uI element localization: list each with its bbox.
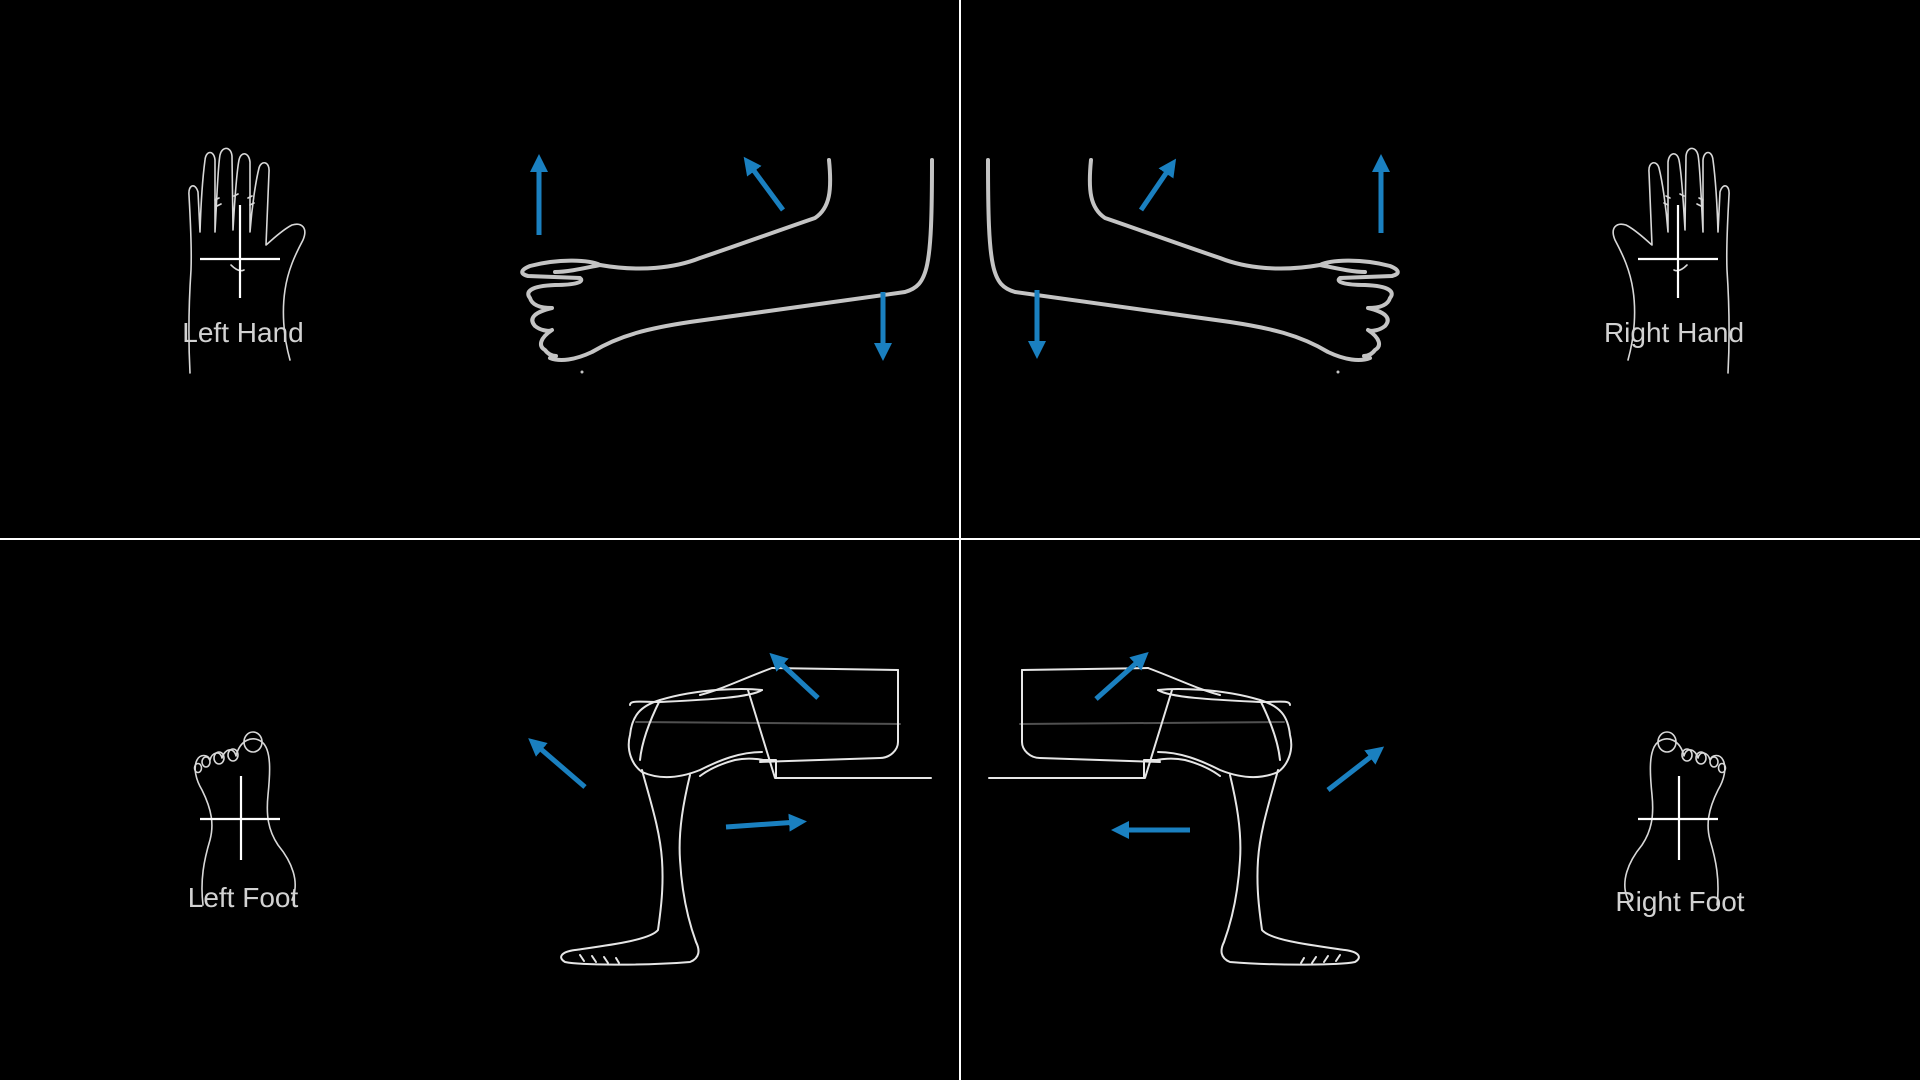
arrow-icon — [1094, 652, 1149, 701]
right-hand-label: Right Hand — [1603, 317, 1745, 348]
arrow-icon — [769, 652, 820, 700]
right-leg-arrows — [1094, 652, 1385, 839]
arrow-icon — [528, 738, 587, 789]
left-arm-arrows — [530, 154, 892, 361]
right-arm-arrows — [1028, 154, 1390, 359]
arrow-icon — [1326, 746, 1385, 792]
arrow-icon — [1138, 158, 1177, 212]
left-hand-icon — [188, 147, 306, 374]
left-foot-icon — [193, 731, 296, 906]
right-foot-label: Right Foot — [1615, 886, 1745, 917]
arrow-icon — [743, 156, 786, 212]
left-leg-arrows — [528, 652, 820, 832]
arrow-icon — [725, 813, 807, 832]
left-foot-label: Left Foot — [187, 882, 299, 913]
left-hand-label: Left Hand — [182, 317, 304, 348]
